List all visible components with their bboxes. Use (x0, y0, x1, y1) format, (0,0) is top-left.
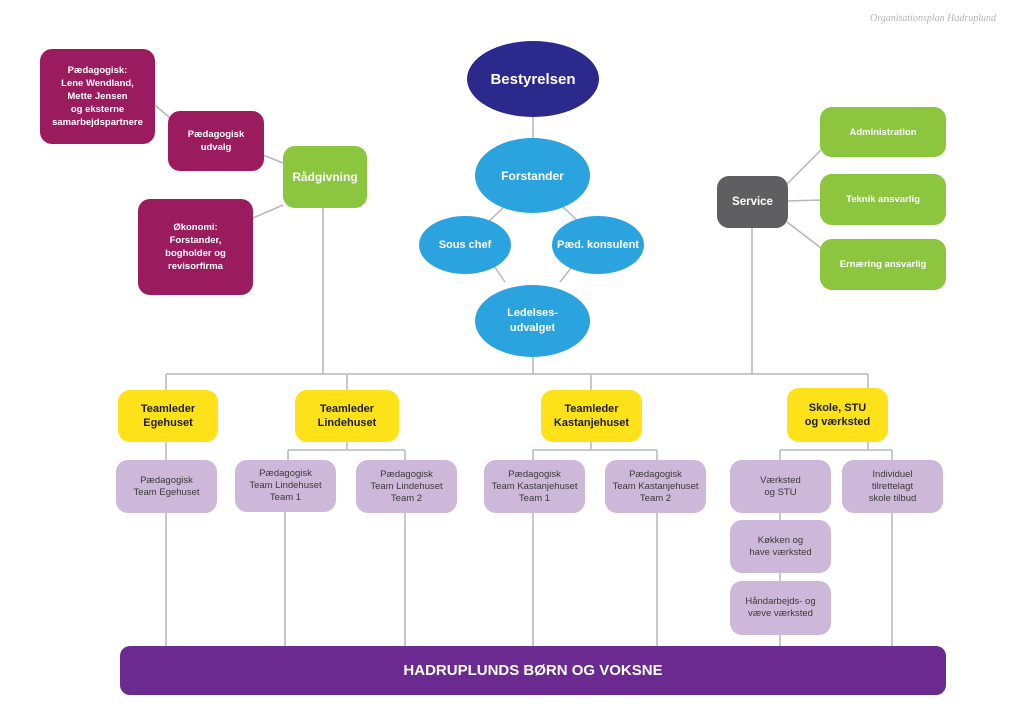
service-item-nutrition: Ernæring ansvarlig (820, 239, 946, 290)
advisory-finance: Økonomi: Forstander, bogholder og reviso… (138, 199, 253, 295)
board-node: Bestyrelsen (467, 41, 599, 117)
advisory-pedagogical-external: Pædagogisk: Lene Wendland, Mette Jensen … (40, 49, 155, 144)
deputy-node: Sous chef (419, 216, 511, 274)
advisory-pedagogical-committee: Pædagogisk udvalg (168, 111, 264, 171)
teamleader-school-workshop: Skole, STU og værksted (787, 388, 888, 442)
teamleader-lindehuset: Teamleder Lindehuset (295, 390, 399, 442)
advisory-node: Rådgivning (283, 146, 367, 208)
unit-workshop-stu: Værksted og STU (730, 460, 831, 513)
consultant-node: Pæd. konsulent (552, 216, 644, 274)
unit-craft-weaving: Håndarbejds- og væve værksted (730, 581, 831, 635)
unit-individual-school: Individuel tilrettelagt skole tilbud (842, 460, 943, 513)
unit-kastanjehuset-team-1: Pædagogisk Team Kastanjehuset Team 1 (484, 460, 585, 513)
service-item-technical: Teknik ansvarlig (820, 174, 946, 225)
unit-team-egehuset: Pædagogisk Team Egehuset (116, 460, 217, 513)
service-node: Service (717, 176, 788, 228)
principal-node: Forstander (475, 138, 590, 213)
unit-kastanjehuset-team-2: Pædagogisk Team Kastanjehuset Team 2 (605, 460, 706, 513)
service-item-administration: Administration (820, 107, 946, 157)
committee-node: Ledelses- udvalget (475, 285, 590, 357)
unit-lindehuset-team-1: Pædagogisk Team Lindehuset Team 1 (235, 460, 336, 512)
document-title: Organisationsplan Hadruplund (869, 13, 996, 24)
footer-banner: HADRUPLUNDS BØRN OG VOKSNE (120, 646, 946, 695)
teamleader-kastanjehuset: Teamleder Kastanjehuset (541, 390, 642, 442)
teamleader-egehuset: Teamleder Egehuset (118, 390, 218, 442)
unit-kitchen-garden: Køkken og have værksted (730, 520, 831, 573)
unit-lindehuset-team-2: Pædagogisk Team Lindehuset Team 2 (356, 460, 457, 513)
